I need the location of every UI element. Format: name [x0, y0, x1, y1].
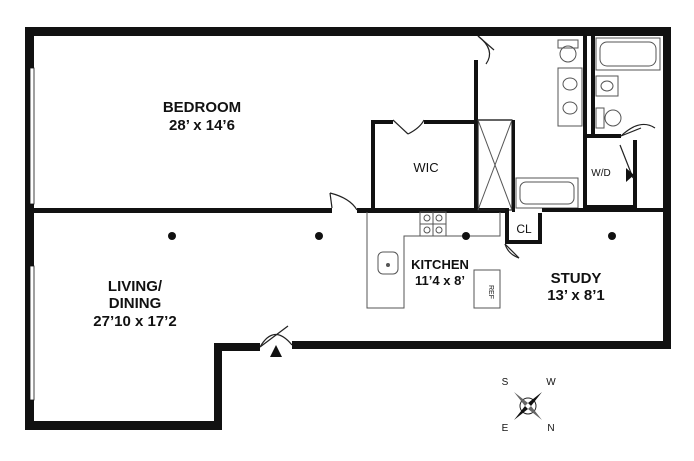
sink-icon [595, 75, 619, 97]
living-name-line1: LIVING/ [108, 278, 163, 295]
doors [259, 35, 656, 348]
bedroom-name: BEDROOM [163, 99, 241, 116]
entry-arrow-icon [270, 345, 282, 357]
light-icon [315, 232, 323, 240]
kitchen-size: 11’4 x 8’ [415, 273, 465, 288]
light-icon [462, 232, 470, 240]
bathroom-fixtures [557, 37, 661, 129]
compass-east: E [502, 423, 509, 434]
exterior-walls [25, 27, 671, 430]
bedroom-size: 28’ x 14’6 [169, 117, 235, 134]
toilet-icon [557, 39, 579, 63]
study-size: 13’ x 8’1 [547, 287, 605, 304]
wic-label: WIC [413, 160, 438, 175]
light-icon [608, 232, 616, 240]
interior-walls [25, 36, 663, 244]
kitchen-name: KITCHEN [411, 257, 469, 272]
ceiling-lights [168, 232, 616, 240]
compass-north: N [547, 423, 554, 434]
living-name-line2: DINING [109, 295, 162, 312]
bathtub-icon [595, 37, 661, 71]
closet-label: CL [516, 222, 532, 236]
vanity-icon [557, 67, 583, 127]
study-name: STUDY [551, 270, 602, 287]
stove-icon [419, 211, 447, 237]
compass-west: W [546, 377, 556, 388]
light-icon [168, 232, 176, 240]
compass-icon [514, 392, 542, 420]
compass-south: S [502, 377, 509, 388]
kitchen-fixtures [366, 211, 501, 309]
room-labels: BEDROOM 28’ x 14’6 WIC LIVING/ DINING 27… [93, 99, 610, 330]
washer-dryer-label: W/D [591, 168, 610, 179]
compass-rose: S W E N [502, 377, 557, 434]
toilet-icon [595, 107, 622, 129]
refrigerator-label: REF [487, 285, 494, 299]
living-size: 27’10 x 17’2 [93, 313, 176, 330]
sink-icon [377, 251, 399, 275]
